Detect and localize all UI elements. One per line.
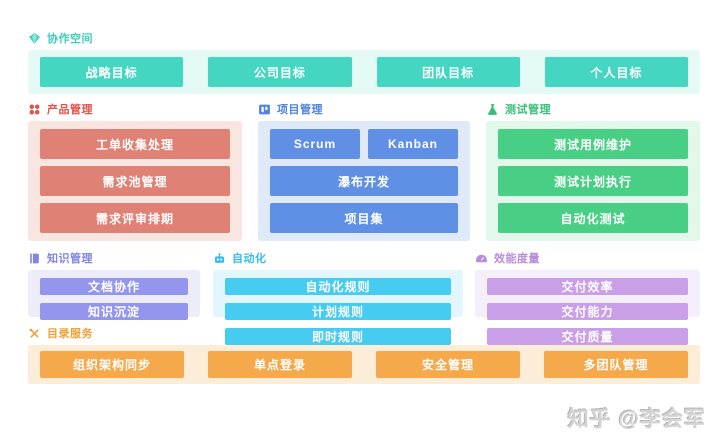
- kanban-icon: [258, 103, 271, 116]
- test-panel: 测试用例维护 测试计划执行 自动化测试: [486, 121, 700, 241]
- flask-icon: [486, 103, 499, 116]
- automation-panel: 自动化规则 计划规则 即时规则: [213, 270, 463, 345]
- project-header: 项目管理: [258, 101, 470, 117]
- knowledge-header: 知识管理: [28, 250, 200, 266]
- project-panel: Scrum Kanban 瀑布开发 项目集: [258, 121, 470, 241]
- metrics-block: 交付效率: [487, 278, 688, 295]
- section-title: 自动化: [232, 253, 267, 265]
- product-header: 产品管理: [28, 101, 242, 117]
- metrics-panel: 交付效率 交付能力 交付质量: [475, 270, 700, 345]
- gauge-icon: [475, 252, 488, 265]
- section-title: 项目管理: [277, 104, 323, 116]
- knowledge-block: 知识沉淀: [40, 303, 188, 320]
- directory-block: 单点登录: [208, 351, 352, 378]
- collaboration-block: 战略目标: [40, 57, 184, 87]
- collaboration-block: 公司目标: [208, 57, 352, 87]
- metrics-block: 交付能力: [487, 303, 688, 320]
- directory-panel: 组织架构同步 单点登录 安全管理 多团队管理: [28, 345, 700, 384]
- section-title: 目录服务: [47, 328, 93, 340]
- automation-header: 自动化: [213, 250, 463, 266]
- robot-icon: [213, 252, 226, 265]
- product-block: 工单收集处理: [40, 129, 230, 159]
- test-block: 自动化测试: [498, 203, 688, 233]
- project-block: Scrum: [270, 129, 360, 159]
- collaboration-block: 团队目标: [376, 57, 520, 87]
- grid-dots-icon: [28, 103, 41, 116]
- product-block: 需求评审排期: [40, 203, 230, 233]
- directory-header: 目录服务: [28, 325, 700, 341]
- directory-block: 多团队管理: [544, 351, 688, 378]
- project-block: 项目集: [270, 203, 458, 233]
- section-title: 知识管理: [47, 253, 93, 265]
- metrics-block: 交付质量: [487, 328, 688, 345]
- section-title: 效能度量: [494, 253, 540, 265]
- project-block: Kanban: [368, 129, 458, 159]
- automation-block: 计划规则: [225, 303, 451, 320]
- section-title: 产品管理: [47, 104, 93, 116]
- metrics-header: 效能度量: [475, 250, 700, 266]
- test-block: 测试用例维护: [498, 129, 688, 159]
- directory-block: 安全管理: [376, 351, 520, 378]
- book-icon: [28, 252, 41, 265]
- directory-block: 组织架构同步: [40, 351, 184, 378]
- collaboration-header: 协作空间: [28, 30, 700, 46]
- section-title: 测试管理: [505, 104, 551, 116]
- test-header: 测试管理: [486, 101, 700, 117]
- product-panel: 工单收集处理 需求池管理 需求评审排期: [28, 121, 242, 241]
- collaboration-panel: 战略目标 公司目标 团队目标 个人目标: [28, 50, 700, 94]
- gem-icon: [28, 32, 41, 45]
- knowledge-block: 文档协作: [40, 278, 188, 295]
- project-block: 瀑布开发: [270, 166, 458, 196]
- tools-icon: [28, 327, 41, 340]
- section-title: 协作空间: [47, 33, 93, 45]
- knowledge-panel: 文档协作 知识沉淀: [28, 270, 200, 320]
- collaboration-block: 个人目标: [544, 57, 688, 87]
- automation-block: 自动化规则: [225, 278, 451, 295]
- product-block: 需求池管理: [40, 166, 230, 196]
- automation-block: 即时规则: [225, 328, 451, 345]
- zhihu-watermark: 知乎 @李会军: [567, 408, 706, 431]
- test-block: 测试计划执行: [498, 166, 688, 196]
